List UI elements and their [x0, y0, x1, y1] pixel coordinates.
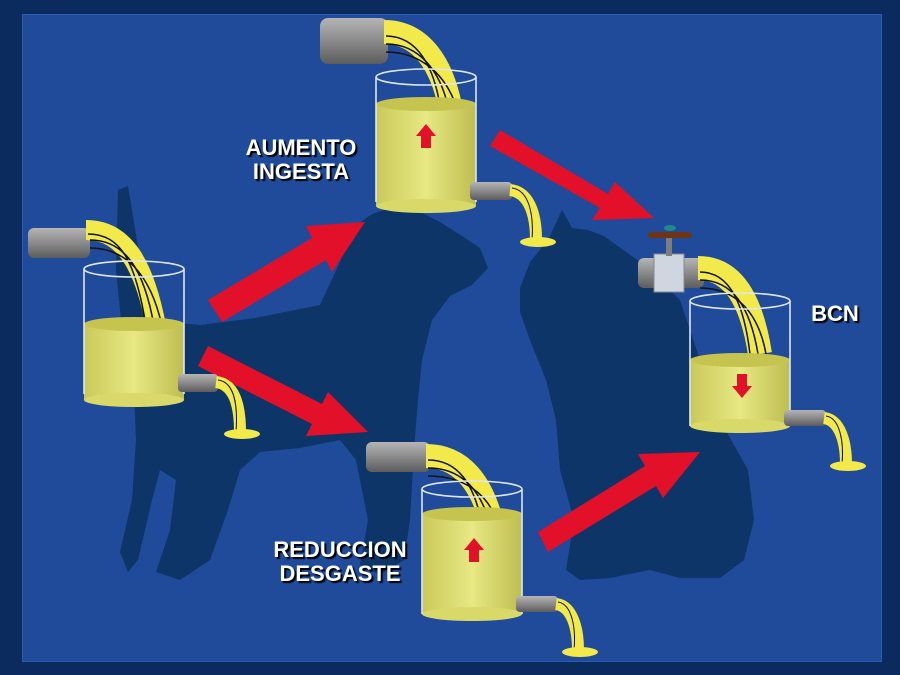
faucet-icon — [638, 225, 704, 293]
tank-increase-intake — [320, 18, 556, 247]
label-increase-intake: AUMENTO INGESTA — [236, 136, 366, 184]
arrow-to-intake — [208, 222, 365, 322]
label-balance: BCN — [806, 302, 864, 326]
arrow-intake-to-balance — [490, 130, 654, 220]
dog-silhouette — [116, 186, 488, 580]
tank-baseline — [28, 220, 260, 439]
label-reduce-wear: REDUCCION DESGASTE — [268, 538, 412, 586]
label-line: INGESTA — [252, 159, 350, 184]
down-arrow-icon — [732, 374, 752, 398]
up-arrow-icon — [464, 538, 484, 562]
cat-silhouette — [520, 210, 754, 580]
label-line: BCN — [811, 301, 859, 326]
arrow-wear-to-balance — [538, 452, 700, 552]
label-line: AUMENTO — [245, 135, 357, 160]
tank-reduce-wear — [366, 442, 598, 657]
arrow-to-wear — [198, 346, 368, 436]
tank-balance — [638, 225, 866, 471]
label-line: DESGASTE — [279, 561, 401, 586]
up-arrow-icon — [416, 124, 436, 148]
label-line: REDUCCION — [273, 537, 407, 562]
